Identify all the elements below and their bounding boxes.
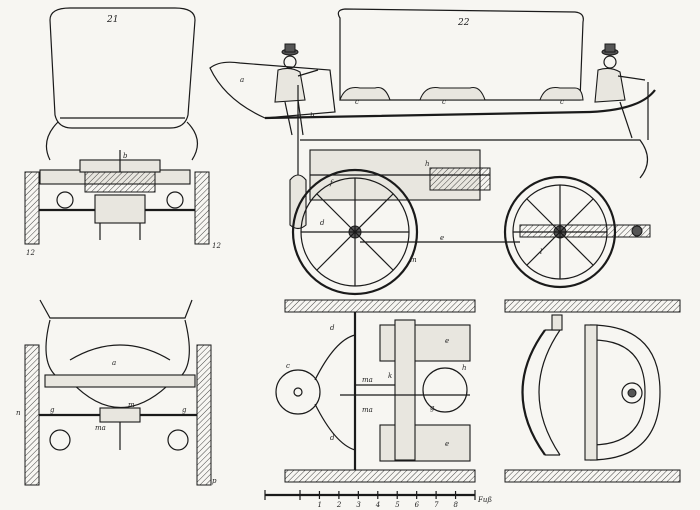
label-side-f: f xyxy=(329,179,334,187)
scale-bar: 1 2 3 4 5 6 7 8 xyxy=(264,490,476,509)
label-rear-n: n xyxy=(16,409,21,417)
label-side-c3: c xyxy=(560,98,564,106)
label-rear-g2: g xyxy=(182,406,187,414)
scale-tick-label: 7 xyxy=(434,501,439,509)
label-side-m: m xyxy=(410,256,417,264)
label-plan-ma2: ma xyxy=(362,406,373,414)
steering-detail xyxy=(504,299,681,483)
label-plan-d1: d xyxy=(330,324,335,332)
side-rear-wheel xyxy=(503,175,651,289)
scale-tick-label: 5 xyxy=(395,501,400,509)
scale-tick-label: 8 xyxy=(454,501,459,509)
label-side-b: b xyxy=(310,112,315,120)
label-plan-e2: e xyxy=(445,440,449,448)
label-front-right: 12 xyxy=(212,242,221,250)
label-side-e: e xyxy=(440,234,444,242)
scale-tick-label: 6 xyxy=(415,501,420,509)
scale-tick-label: 2 xyxy=(336,501,342,509)
rear-driver xyxy=(594,43,649,140)
label-plan-e1: e xyxy=(445,337,449,345)
label-plan-h: h xyxy=(462,364,467,372)
side-view xyxy=(209,8,656,296)
fig-number-side: 22 xyxy=(457,18,470,28)
rear-view xyxy=(24,299,212,486)
scale-tick-label: 4 xyxy=(375,501,380,509)
scale-tick-label: 1 xyxy=(317,501,321,509)
label-rear-g1: g xyxy=(50,406,55,414)
label-side-c2: c xyxy=(442,98,446,106)
label-plan-d2: d xyxy=(330,434,335,442)
label-rear-ma: ma xyxy=(95,424,106,432)
label-rear-m: m xyxy=(128,401,135,409)
label-side-c1: c xyxy=(355,98,359,106)
front-view xyxy=(24,7,210,245)
label-plan-ma1: ma xyxy=(362,376,373,384)
front-driver xyxy=(274,43,319,136)
label-front-left: 12 xyxy=(26,249,35,257)
label-side-d: d xyxy=(320,219,325,227)
label-rear-a: a xyxy=(112,359,116,367)
label-front-b: b xyxy=(123,152,128,160)
side-front-wheel xyxy=(291,168,419,296)
label-plan-g: g xyxy=(430,404,435,412)
label-plan-k: k xyxy=(388,372,392,380)
plan-view xyxy=(275,299,476,483)
label-plan-c: c xyxy=(286,362,290,370)
fig-number-front: 21 xyxy=(106,15,118,25)
label-rear-p: p xyxy=(212,477,217,485)
label-side-h: h xyxy=(425,160,430,168)
scale-tick-label: 3 xyxy=(356,501,361,509)
label-side-a: a xyxy=(240,76,244,84)
label-side-l: l xyxy=(540,248,542,256)
scale-unit-label: Fuß xyxy=(477,496,492,504)
